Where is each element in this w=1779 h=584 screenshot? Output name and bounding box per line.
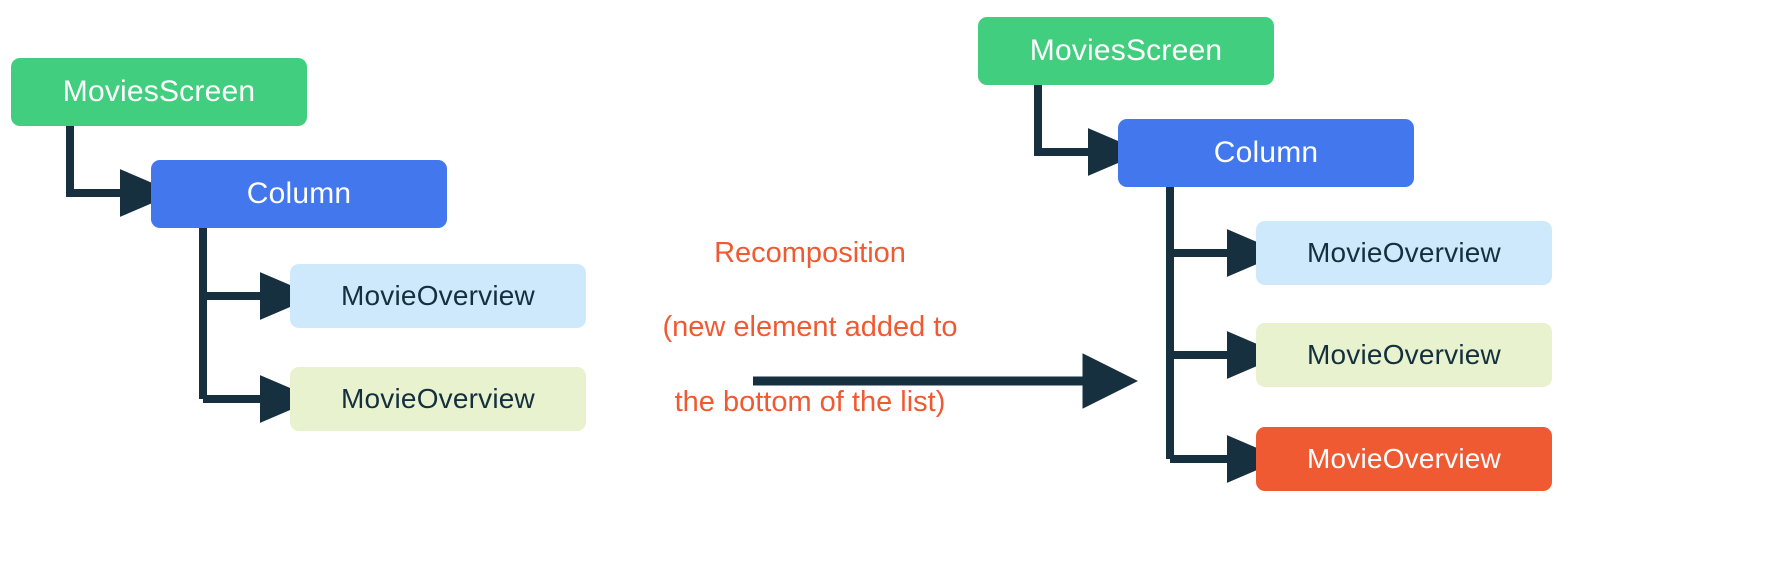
- before-node-movies-screen-label: MoviesScreen: [62, 75, 256, 108]
- edge-after-column-to-items: [1166, 187, 1283, 483]
- after-node-column[interactable]: Column: [1118, 119, 1414, 187]
- edge-after-screen-to-column: [1034, 85, 1144, 176]
- transition-caption-line-1: Recomposition: [714, 237, 906, 270]
- before-node-movie-overview-1-label: MovieOverview: [341, 280, 535, 311]
- transition-caption-line-3: the bottom of the list): [674, 385, 946, 418]
- edge-before-screen-to-column: [66, 126, 176, 217]
- after-node-movies-screen-label: MoviesScreen: [1029, 34, 1223, 67]
- after-node-column-label: Column: [1213, 136, 1319, 169]
- after-node-movie-overview-1-label: MovieOverview: [1307, 237, 1501, 268]
- after-node-movie-overview-3-new-label: MovieOverview: [1307, 443, 1501, 474]
- before-node-column-label: Column: [246, 177, 352, 210]
- transition-caption-line-2: (new element added to: [662, 311, 958, 344]
- after-node-movie-overview-2[interactable]: MovieOverview: [1256, 323, 1552, 387]
- before-node-movies-screen[interactable]: MoviesScreen: [11, 58, 307, 126]
- transition-caption: Recomposition (new element added to the …: [640, 198, 980, 458]
- before-node-movie-overview-2-label: MovieOverview: [341, 383, 535, 414]
- edge-before-column-to-items: [199, 228, 316, 423]
- after-node-movies-screen[interactable]: MoviesScreen: [978, 17, 1274, 85]
- before-node-movie-overview-2[interactable]: MovieOverview: [290, 367, 586, 431]
- after-node-movie-overview-2-label: MovieOverview: [1307, 339, 1501, 370]
- after-node-movie-overview-1[interactable]: MovieOverview: [1256, 221, 1552, 285]
- after-node-movie-overview-3-new[interactable]: MovieOverview: [1256, 427, 1552, 491]
- before-node-column[interactable]: Column: [151, 160, 447, 228]
- before-node-movie-overview-1[interactable]: MovieOverview: [290, 264, 586, 328]
